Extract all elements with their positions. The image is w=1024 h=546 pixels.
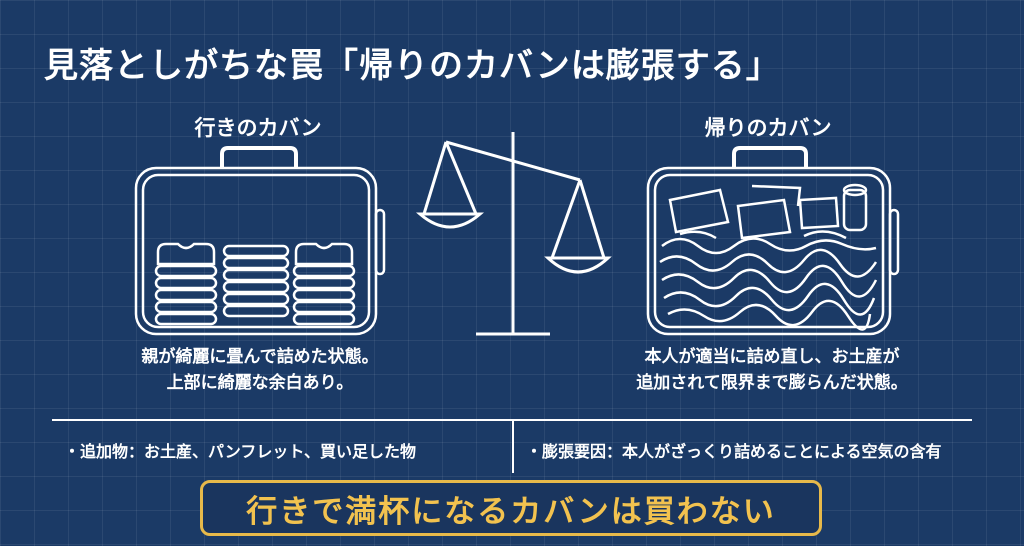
suitcase-bulging-icon	[646, 146, 900, 336]
horizontal-divider	[52, 419, 972, 421]
balance-scale-icon	[415, 132, 612, 336]
caption-line: 上部に綺麗な余白あり。	[166, 373, 354, 393]
outbound-bag-label: 行きのカバン	[194, 116, 322, 140]
banner-text: 行きで満杯になるカバンは買わない	[246, 493, 776, 530]
outbound-bag-caption: 親が綺麗に畳んで詰めた状態。 上部に綺麗な余白あり。	[80, 344, 440, 396]
vertical-divider	[512, 421, 514, 473]
page-title: 見落としがちな罠「帰りのカバンは膨張する」	[44, 46, 781, 86]
caption-line: 親が綺麗に畳んで詰めた状態。	[141, 347, 379, 367]
conclusion-banner: 行きで満杯になるカバンは買わない	[200, 480, 822, 536]
caption-line: 追加されて限界まで膨らんだ状態。	[636, 373, 908, 393]
suitcase-neat-icon	[134, 146, 386, 336]
caption-line: 本人が適当に詰め直し、お土産が	[644, 347, 900, 367]
expansion-cause-note: ・膨張要因：本人がざっくり詰めることによる空気の含有	[526, 442, 942, 461]
return-bag-caption: 本人が適当に詰め直し、お土産が 追加されて限界まで膨らんだ状態。	[592, 344, 952, 396]
return-bag-label: 帰りのカバン	[704, 116, 832, 140]
added-items-note: ・追加物：お土産、パンフレット、買い足した物	[64, 442, 417, 461]
